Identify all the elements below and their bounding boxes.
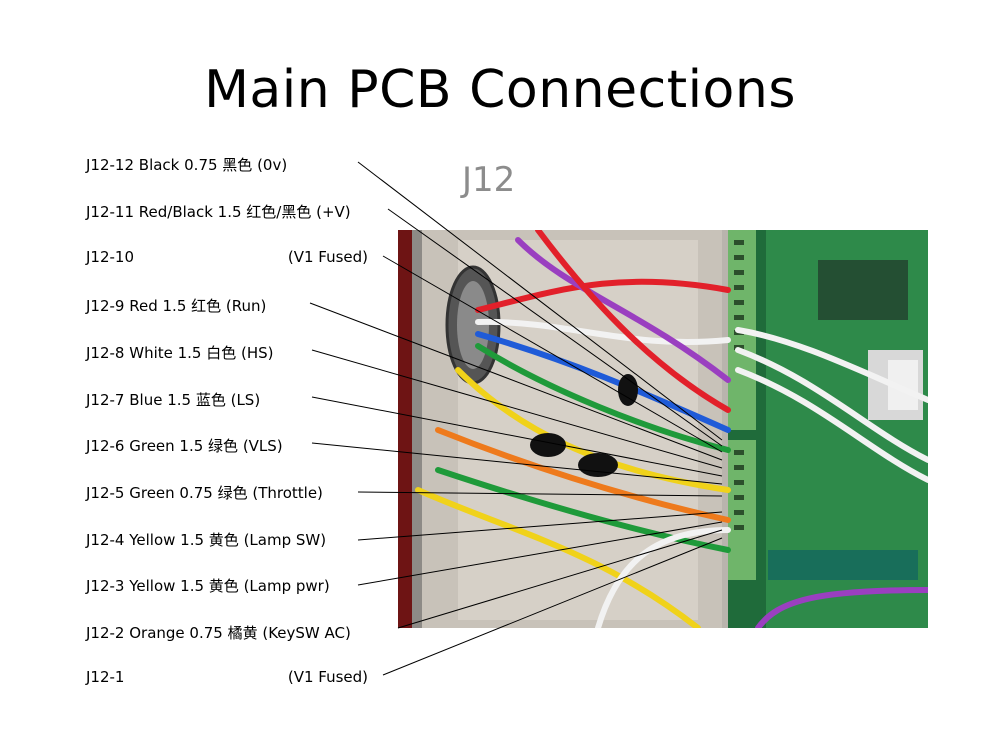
label-j12-1: J12-1 (V1 Fused) xyxy=(86,668,368,686)
label-j12-8: J12-8 White 1.5 白色 (HS) xyxy=(86,344,274,362)
pcb-wiring-photo xyxy=(398,230,928,628)
slide-title: Main PCB Connections xyxy=(204,60,796,120)
label-j12-4: J12-4 Yellow 1.5 黄色 (Lamp SW) xyxy=(86,531,327,549)
label-j12-6: J12-6 Green 1.5 绿色 (VLS) xyxy=(86,437,283,455)
label-j12-10: J12-10 (V1 Fused) xyxy=(86,248,368,266)
label-j12-7: J12-7 Blue 1.5 蓝色 (LS) xyxy=(86,391,261,409)
label-j12-11: J12-11 Red/Black 1.5 红色/黑色 (+V) xyxy=(86,203,351,221)
connector-label: J12 xyxy=(462,160,516,200)
note-j12-1: (V1 Fused) xyxy=(287,668,368,686)
pin-j12-10: J12-10 xyxy=(86,248,135,266)
label-j12-12: J12-12 Black 0.75 黑色 (0v) xyxy=(86,156,288,174)
label-j12-3: J12-3 Yellow 1.5 黄色 (Lamp pwr) xyxy=(86,577,330,595)
pin-j12-1: J12-1 xyxy=(86,668,125,686)
label-j12-2: J12-2 Orange 0.75 橘黄 (KeySW AC) xyxy=(86,624,351,642)
label-j12-5: J12-5 Green 0.75 绿色 (Throttle) xyxy=(86,484,323,502)
note-j12-10: (V1 Fused) xyxy=(287,248,368,266)
label-j12-9: J12-9 Red 1.5 红色 (Run) xyxy=(86,297,267,315)
